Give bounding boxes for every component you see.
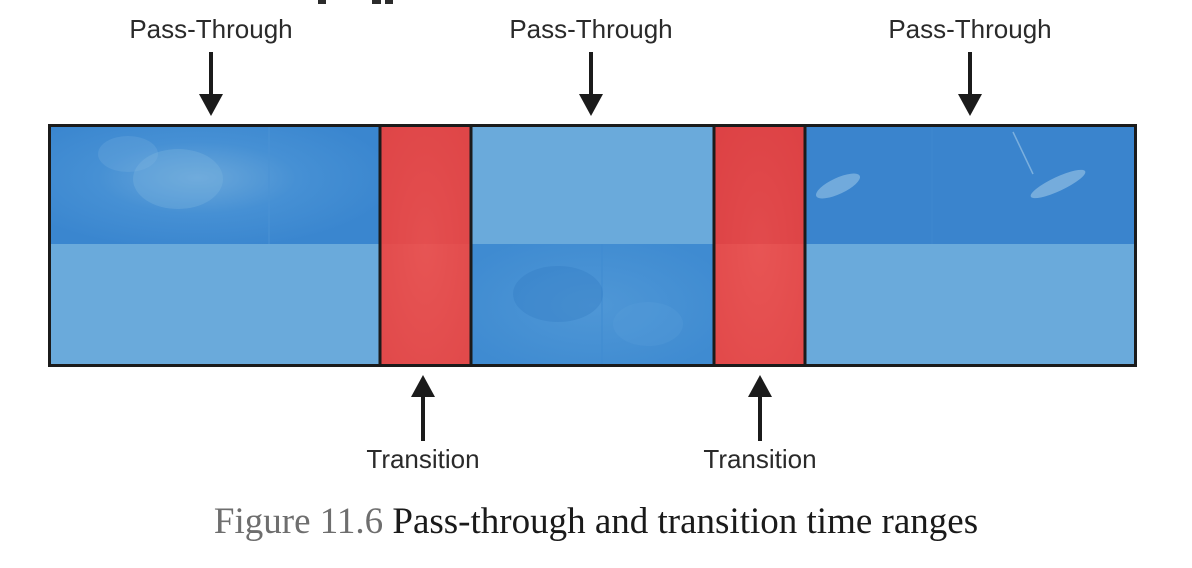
transition-label-1: Transition bbox=[366, 444, 480, 474]
pass-through-segment-3 bbox=[805, 124, 1137, 367]
figure-caption: Figure 11.6 Pass-through and transition … bbox=[0, 500, 1192, 543]
clipped-top-text bbox=[0, 0, 1192, 6]
transition-label-2: Transition bbox=[703, 444, 817, 474]
pass-through-label-2: Pass-Through bbox=[509, 14, 673, 44]
pass-through-label-3: Pass-Through bbox=[888, 14, 1052, 44]
empty-bottom-track bbox=[805, 244, 1137, 367]
up-arrow-icon bbox=[748, 375, 772, 441]
diagram-border bbox=[48, 124, 1137, 367]
transition-segment-1 bbox=[380, 124, 471, 367]
figure-number: Figure 11.6 bbox=[213, 501, 384, 542]
pass-through-segment-2 bbox=[471, 124, 714, 367]
figure-caption-text: Pass-through and transition time ranges bbox=[392, 501, 979, 542]
timeline-diagram bbox=[48, 124, 1137, 367]
pass-through-segment-1 bbox=[48, 124, 380, 367]
transition-segment-2 bbox=[714, 124, 805, 367]
down-arrow-icon bbox=[579, 52, 603, 116]
clip-b-bottom-track bbox=[471, 244, 714, 367]
clip-c-top-track bbox=[805, 124, 1137, 244]
down-arrow-icon bbox=[958, 52, 982, 116]
empty-top-track bbox=[471, 124, 714, 244]
pass-through-label-1: Pass-Through bbox=[129, 14, 293, 44]
clip-a-top-track bbox=[48, 124, 380, 244]
empty-bottom-track bbox=[48, 244, 380, 367]
down-arrow-icon bbox=[199, 52, 223, 116]
up-arrow-icon bbox=[411, 375, 435, 441]
